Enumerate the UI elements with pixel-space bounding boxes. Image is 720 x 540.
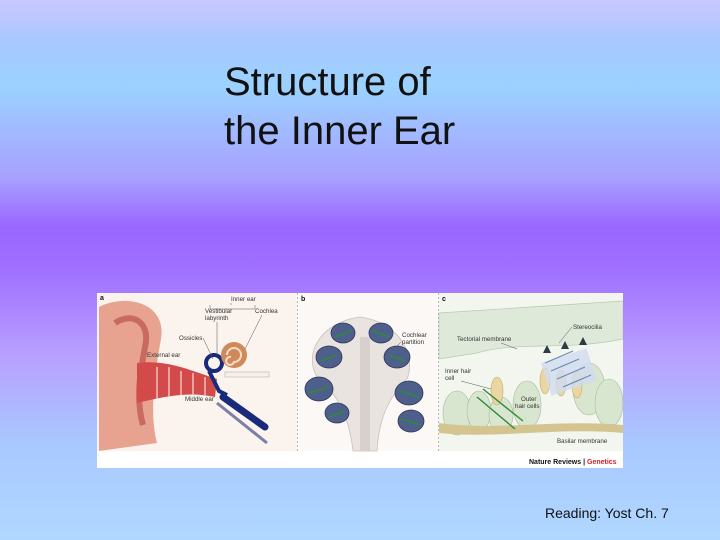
slide-title-line-1: Structure of <box>224 60 431 104</box>
label-external-ear: External ear <box>147 352 180 359</box>
label-vestibular-1: Vestibular <box>205 308 232 315</box>
label-inner-ear: Inner ear <box>231 296 256 303</box>
panel-c-leader-lines <box>460 326 573 390</box>
panel-b-letter: b <box>301 296 305 303</box>
credit-journal: Nature Reviews <box>529 459 581 466</box>
tectorial-membrane <box>438 300 623 360</box>
panel-c: c Stereocilia Tectorial membrane Inner h… <box>438 293 623 451</box>
label-cochlear-2: partition <box>402 339 425 346</box>
canal-stripes <box>156 367 206 399</box>
label-tectorial: Tectorial membrane <box>457 336 512 343</box>
inner-ear-figure: a Inner ear Vestibular labyrinth Cochlea… <box>97 293 623 468</box>
label-inner-hair-2: cell <box>445 375 454 382</box>
label-basilar: Basilar membrane <box>557 438 608 445</box>
label-vestibular-2: labyrinth <box>205 315 229 322</box>
panel-a-leader-lines <box>202 314 263 360</box>
credit-section: Genetics <box>587 459 617 466</box>
ossicles-chain <box>207 370 228 397</box>
label-outer-2: hair cells <box>515 403 539 410</box>
nerve-fibers <box>476 388 524 430</box>
label-ossicles: Ossicles <box>179 335 202 342</box>
cochlea-spiral <box>225 347 242 366</box>
figure-svg: a Inner ear Vestibular labyrinth Cochlea… <box>97 293 623 466</box>
eustachian-tube <box>219 393 269 431</box>
panel-a: a Inner ear Vestibular labyrinth Cochlea… <box>97 293 297 451</box>
panel-c-letter: c <box>442 296 446 303</box>
label-cochlear-1: Cochlear <box>402 332 427 339</box>
stereocilia-lines <box>544 350 592 388</box>
stereocilia-bundle <box>540 348 598 396</box>
label-inner-hair-1: Inner hair <box>445 368 471 375</box>
inner-ear-bar <box>224 371 270 378</box>
inner-ear-bracket <box>209 303 256 310</box>
tube-shadow <box>216 401 268 445</box>
reading-note: Reading: Yost Ch. 7 <box>545 505 669 521</box>
figure-credit: Nature Reviews | Genetics <box>529 459 617 466</box>
basilar-membrane <box>439 423 623 435</box>
panel-a-letter: a <box>100 295 104 302</box>
panel-b: b Cochlear partition <box>298 293 438 452</box>
cochlea-shell <box>221 342 247 368</box>
semicircular-canal <box>204 353 224 373</box>
cochlear-partitions <box>308 330 422 426</box>
partition-leader <box>391 341 402 352</box>
label-cochlea: Cochlea <box>255 308 278 315</box>
slide-title-line-2: the Inner Ear <box>224 109 456 153</box>
label-middle-ear: Middle ear <box>185 396 214 403</box>
credit-separator: | <box>581 459 587 466</box>
stereocilia-tips <box>543 337 587 353</box>
slide-title: Structure of the Inner Ear <box>224 58 644 156</box>
label-stereocilia: Stereocilia <box>573 324 602 331</box>
label-outer-1: Outer <box>521 396 536 403</box>
